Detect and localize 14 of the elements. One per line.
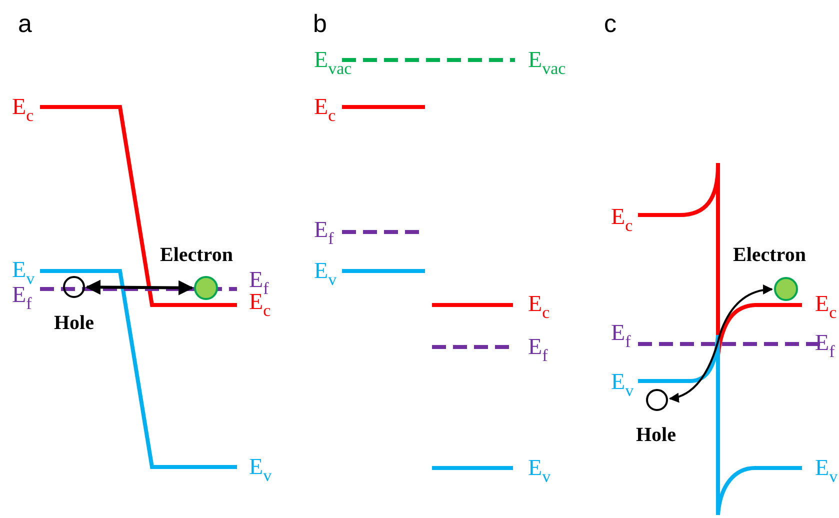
panel-letter: c [604,12,616,37]
particle-circle [646,389,668,411]
particle-label: Hole [54,313,94,333]
panel-letter: b [313,12,327,37]
arrow [668,334,721,402]
particle-label: Electron [160,245,233,265]
particle-circle [194,276,218,300]
particle-label: Hole [636,425,676,445]
panel-letter: a [18,12,32,37]
particle-circle [774,277,798,301]
arrow [719,284,773,334]
arrow [86,280,194,296]
particle-label: Electron [733,245,806,265]
particle-circle [63,276,85,298]
